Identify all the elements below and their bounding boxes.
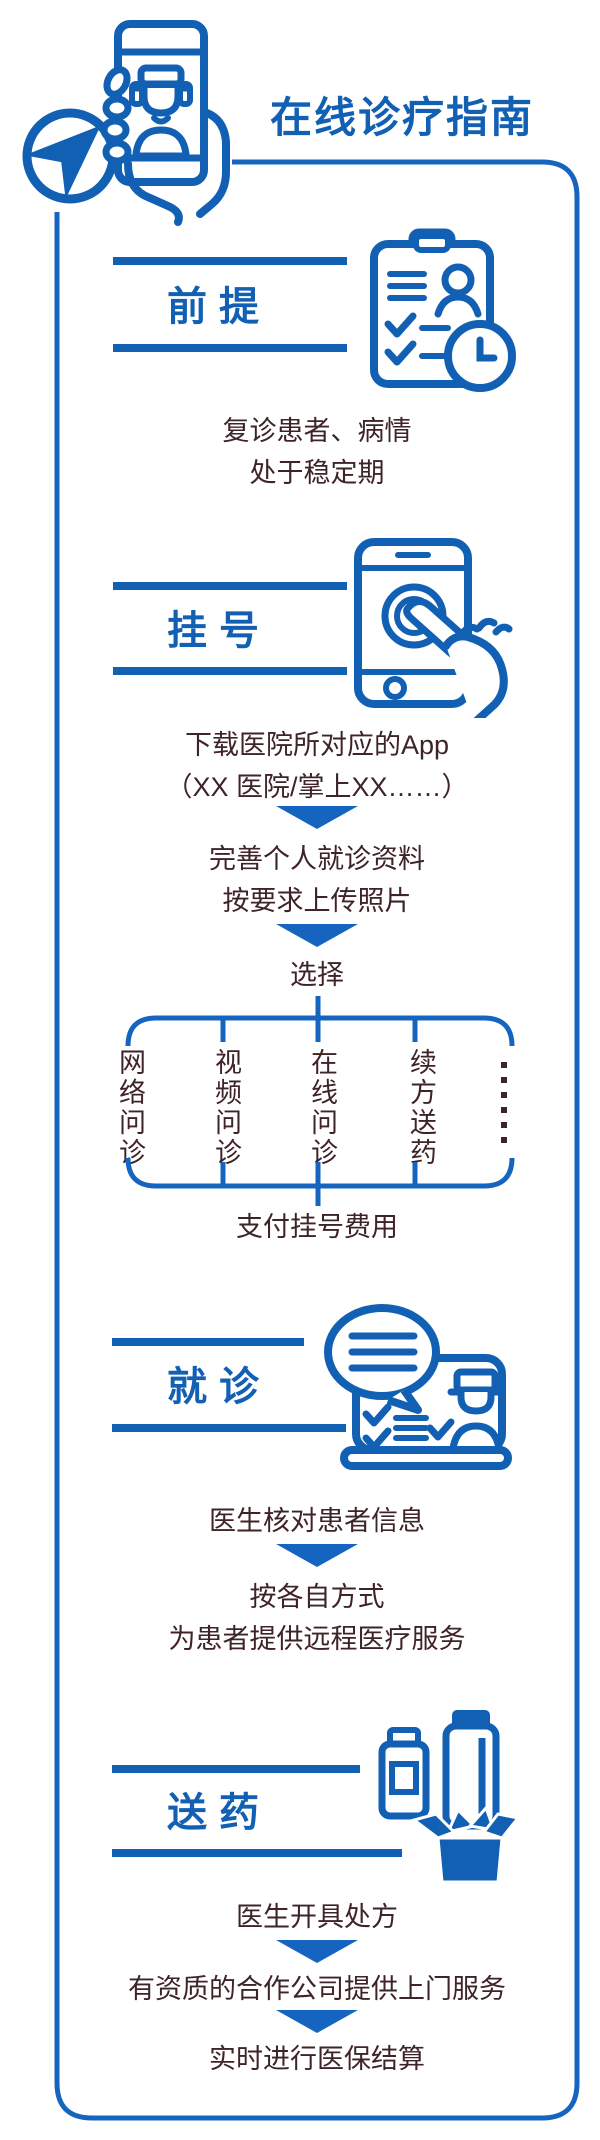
hand-holding-phone-icon bbox=[100, 20, 230, 226]
phone-touch-icon bbox=[354, 538, 513, 718]
register-step3: 支付挂号费用 bbox=[236, 1212, 398, 1242]
register-step1-line1: 下载医院所对应的App bbox=[184, 730, 450, 760]
page-title: 在线诊疗指南 bbox=[269, 96, 534, 142]
register-step2-line1: 完善个人就诊资料 bbox=[209, 844, 425, 874]
option-video-consult: 视频问诊 bbox=[211, 1048, 241, 1168]
branch-bracket-bottom bbox=[125, 1157, 515, 1206]
delivery-step3: 实时进行医保结算 bbox=[209, 2044, 425, 2074]
register-choose-label: 选择 bbox=[290, 960, 344, 990]
consult-step1: 医生核对患者信息 bbox=[209, 1506, 425, 1536]
delivery-bar-top bbox=[112, 1765, 360, 1773]
option-refill-delivery: 续方送药 bbox=[406, 1048, 436, 1168]
consult-heading: 就诊 bbox=[167, 1364, 271, 1409]
consult-bar-top bbox=[112, 1338, 304, 1346]
more-options-ellipsis bbox=[501, 1062, 507, 1143]
consult-step2-line1: 按各自方式 bbox=[249, 1582, 385, 1612]
medicine-box-icon bbox=[378, 1710, 520, 1884]
premise-body-line1: 复诊患者、病情 bbox=[222, 416, 412, 446]
laptop-doctor-chat-icon bbox=[324, 1304, 512, 1470]
register-step1: 下载医院所对应的App （XX 医院/掌上XX……） bbox=[57, 724, 577, 808]
option-online-consult: 在线问诊 bbox=[307, 1048, 337, 1168]
register-step1-line2: （XX 医院/掌上XX……） bbox=[165, 772, 469, 802]
arrow-down-icon bbox=[276, 2010, 358, 2033]
premise-body-line2: 处于稳定期 bbox=[249, 458, 385, 488]
register-bar-top bbox=[113, 582, 347, 590]
branch-bracket-top bbox=[125, 996, 515, 1047]
consult-step2: 按各自方式 为患者提供远程医疗服务 bbox=[57, 1576, 577, 1660]
premise-bar-top bbox=[113, 257, 347, 265]
delivery-heading: 送药 bbox=[167, 1790, 271, 1835]
delivery-bar-bottom bbox=[112, 1849, 402, 1857]
delivery-step2: 有资质的合作公司提供上门服务 bbox=[128, 1974, 506, 2004]
premise-heading: 前提 bbox=[167, 284, 271, 329]
register-step2-line2: 按要求上传照片 bbox=[222, 886, 412, 916]
consult-step2-line2: 为患者提供远程医疗服务 bbox=[168, 1624, 466, 1654]
register-bar-bottom bbox=[113, 667, 347, 675]
option-network-consult: 网络问诊 bbox=[115, 1048, 145, 1168]
arrow-down-icon bbox=[276, 1940, 358, 1963]
premise-bar-bottom bbox=[113, 344, 347, 352]
arrow-down-icon bbox=[276, 1544, 358, 1567]
register-step2: 完善个人就诊资料 按要求上传照片 bbox=[57, 838, 577, 922]
register-heading: 挂号 bbox=[167, 608, 271, 653]
medical-checklist-clock-icon bbox=[370, 228, 516, 392]
arrow-down-icon bbox=[276, 806, 358, 829]
consult-bar-bottom bbox=[112, 1424, 346, 1432]
arrow-down-icon bbox=[276, 924, 358, 947]
premise-body: 复诊患者、病情 处于稳定期 bbox=[57, 410, 577, 494]
delivery-step1: 医生开具处方 bbox=[236, 1902, 398, 1932]
